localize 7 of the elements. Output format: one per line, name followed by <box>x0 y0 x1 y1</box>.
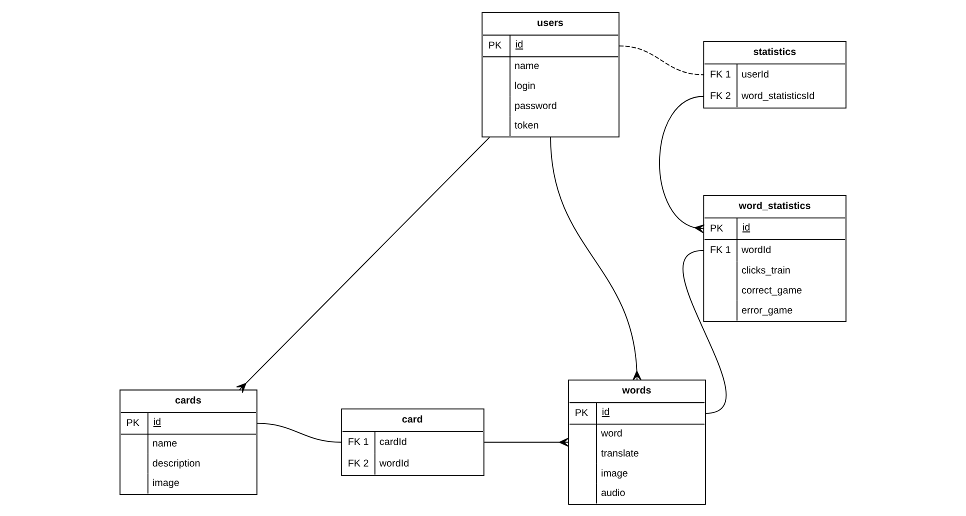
connector <box>618 44 704 75</box>
connector <box>659 95 705 233</box>
connector <box>256 422 342 442</box>
connector <box>484 437 569 446</box>
connector <box>550 136 642 380</box>
connector <box>236 136 490 393</box>
connector <box>683 249 726 414</box>
